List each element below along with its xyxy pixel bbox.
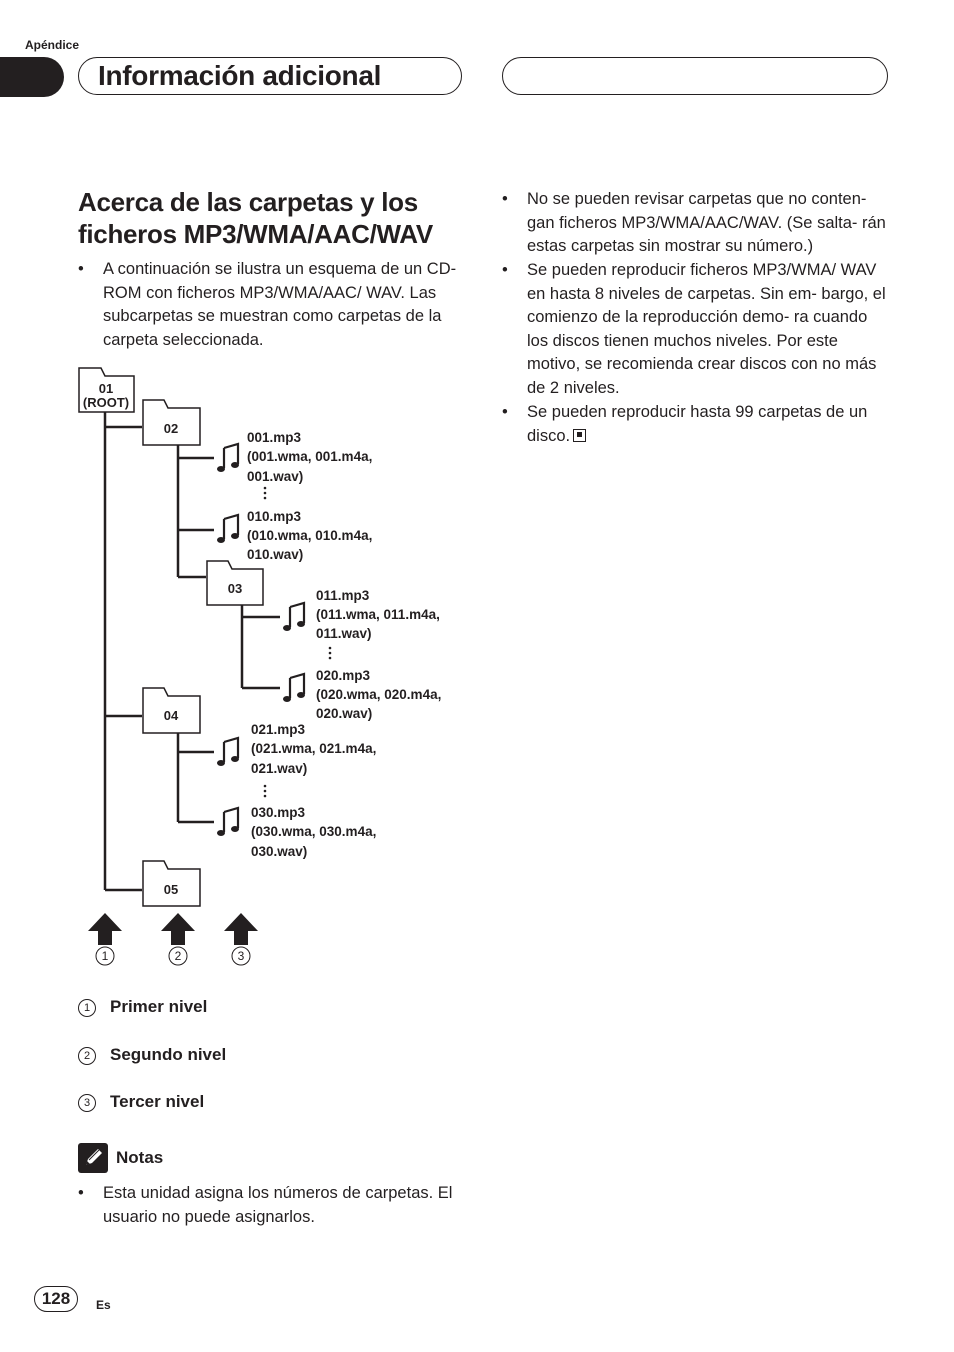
music-note-icon [215,736,241,768]
file-label: (030.wma, 030.m4a, [251,824,376,839]
music-note-icon [281,672,307,704]
level-marker-2: 2 [175,949,182,963]
section-empty-frame [502,57,888,95]
folder-04-icon [142,687,201,734]
notes-pencil-icon [78,1143,108,1173]
file-label: 010.mp3 [247,509,302,524]
legend-number: 1 [78,998,96,1017]
music-note-icon [215,806,241,838]
folder-04-label: 04 [164,708,179,723]
right-bullet-1-text: No se pueden revisar carpetas que no con… [527,190,886,255]
right-bullet-3: • Se pueden reproducir hasta 99 carpetas… [502,401,892,448]
bullet-dot: • [502,190,508,208]
file-label: (010.wma, 010.m4a, [247,528,372,543]
legend-label: Tercer nivel [110,1092,205,1111]
folder-02-icon [142,399,201,446]
bullet-dot: • [78,1184,84,1202]
notes-bullet-text: Esta unidad asigna los números de carpet… [103,1184,453,1226]
right-bullet-2-text: Se pueden reproducir ficheros MP3/WMA/ W… [527,261,886,397]
music-note-icon [281,601,307,633]
right-bullet-2: • Se pueden reproducir ficheros MP3/WMA/… [502,259,892,400]
legend-item-2: 2 Segundo nivel [78,1045,226,1065]
legend-label: Segundo nivel [110,1045,227,1064]
folder-05-label: 05 [164,882,178,897]
section-tab-marker [0,57,64,97]
folder-02-label: 02 [164,421,178,436]
end-mark-icon [573,428,587,442]
page-number: 128 [34,1286,78,1312]
ellipsis-marks [263,486,332,798]
music-note-icon [215,513,241,545]
heading-line-1: Acerca de las carpetas y los [78,187,418,217]
folder-03-icon [206,560,264,606]
legend-label: Primer nivel [110,997,208,1016]
music-note-icon [215,442,241,474]
notes-bullet: • Esta unidad asigna los números de carp… [78,1182,468,1229]
bullet-dot: • [502,261,508,279]
file-label: 011.mp3 [316,588,370,603]
section-title: Información adicional [98,60,382,91]
bullet-dot: • [78,260,84,278]
arrow-up-icon [88,913,122,945]
file-label: (011.wma, 011.m4a, [316,607,440,622]
level-marker-3: 3 [238,949,245,963]
file-label: (001.wma, 001.m4a, [247,449,372,464]
tree-lines [103,412,280,892]
language-code: Es [96,1298,111,1312]
file-label: 001.mp3 [247,430,302,445]
arrow-up-icon [161,913,195,945]
legend-item-1: 1 Primer nivel [78,997,207,1017]
level-marker-1: 1 [102,949,109,963]
legend-number: 2 [78,1046,96,1065]
page-heading: Acerca de las carpetas y los ficheros MP… [78,186,478,250]
folder-03-label: 03 [228,581,242,596]
right-bullet-1: • No se pueden revisar carpetas que no c… [502,188,892,259]
file-label: (021.wma, 021.m4a, [251,741,376,756]
arrow-up-icon [224,913,258,945]
folder-01-icon [78,367,135,413]
file-label: 001.wav) [247,469,303,484]
file-label: 021.wav) [251,761,307,776]
file-label: 011.wav) [316,626,372,641]
file-label: (020.wma, 020.m4a, [316,687,441,702]
folder-05-icon [142,860,201,907]
right-bullet-3-text: Se pueden reproducir hasta 99 carpetas d… [527,403,868,445]
file-label: 021.mp3 [251,722,306,737]
legend-number: 3 [78,1093,96,1112]
notes-title: Notas [116,1148,164,1167]
chapter-label: Apéndice [25,38,80,52]
legend-item-3: 3 Tercer nivel [78,1092,204,1112]
folder-root-label: (ROOT) [83,395,129,410]
folder-01-label: 01 [99,381,113,396]
file-label: 030.mp3 [251,805,306,820]
file-label: 020.mp3 [316,668,371,683]
bullet-dot: • [502,403,508,421]
file-label: 030.wav) [251,844,307,859]
right-bullet-3-wrap: Se pueden reproducir hasta 99 carpetas d… [527,401,892,448]
intro-bullet: • A continuación se ilustra un esquema d… [78,258,468,352]
section-title-frame [78,57,462,95]
file-label: 010.wav) [247,547,303,562]
file-label: 020.wav) [316,706,372,721]
heading-line-2: ficheros MP3/WMA/AAC/WAV [78,219,433,249]
intro-bullet-text: A continuación se ilustra un esquema de … [103,260,457,349]
